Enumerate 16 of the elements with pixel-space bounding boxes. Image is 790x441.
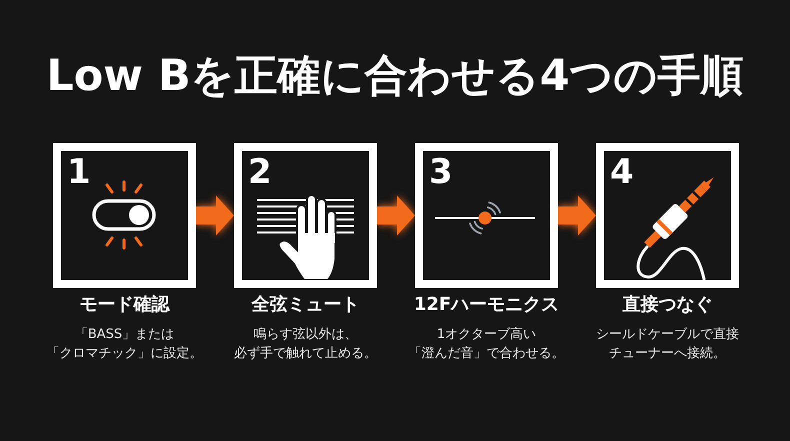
step-description: シールドケーブルで直接チューナーへ接続。 [595,326,740,363]
arrow [196,196,234,236]
step-number: 2 [248,155,272,189]
step-description: 1オクターブ高い「澄んだ音」で合わせる。 [408,326,566,363]
arrow [558,196,596,236]
step-description: 鳴らす弦以外は、必ず手で触れて止める。 [233,326,378,363]
step-number: 3 [429,155,453,189]
step-number: 4 [610,155,634,189]
step-heading: モード確認 [80,294,170,316]
step-number: 1 [67,155,91,189]
step-heading: 12Fハーモニクス [414,294,560,316]
step-heading: 直接つなぐ [622,294,712,316]
title: Low Bを正確に合わせる4つの手順 [45,50,745,103]
arrow [377,196,415,236]
step-description: 「BASS」または「クロマチック」に設定。 [46,326,204,363]
step-heading: 全弦ミュート [252,294,360,316]
